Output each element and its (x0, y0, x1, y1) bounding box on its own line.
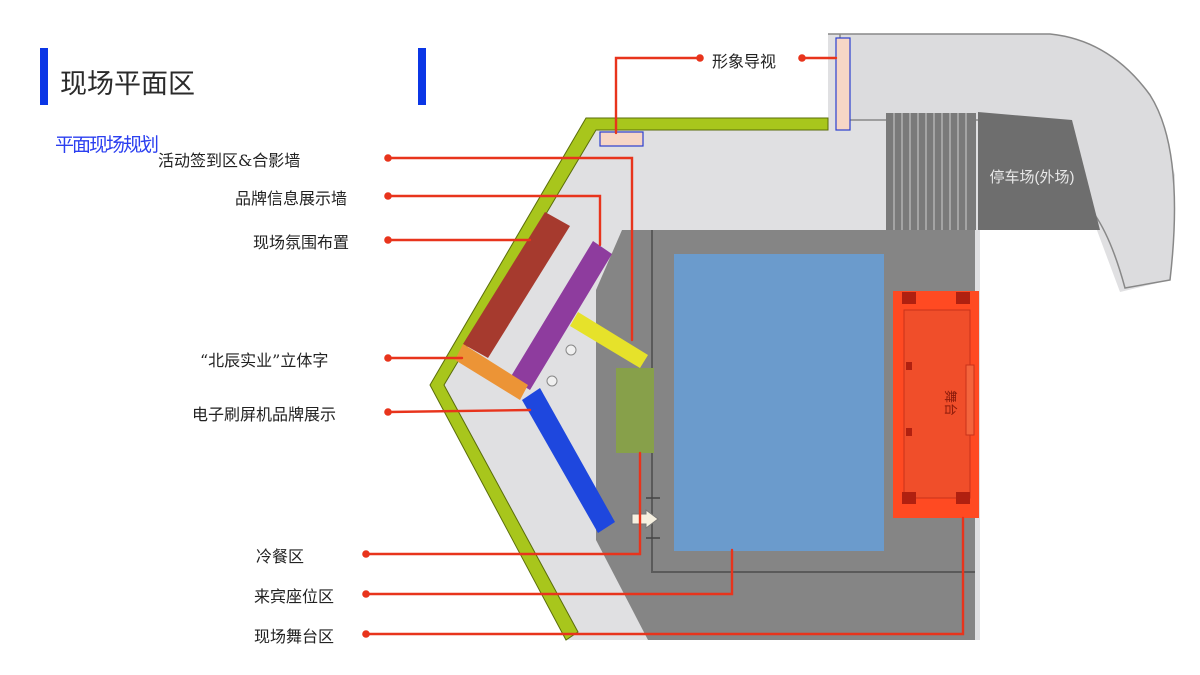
stage-label: 舞台 (943, 390, 958, 416)
title-accent-bar-left (40, 48, 48, 105)
label-screen: 电子刷屏机品牌展示 (192, 405, 337, 424)
label-atmosphere: 现场氛围布置 (253, 233, 350, 252)
image-guide-sign (835, 37, 851, 131)
page-subtitle: 平面现场规划 (55, 134, 159, 156)
label-cold-food: 冷餐区 (256, 547, 305, 566)
top-guide-sign (599, 131, 644, 147)
leader-screen (386, 408, 532, 414)
label-brand-wall: 品牌信息展示墙 (235, 189, 348, 208)
label-guest-seating: 来宾座位区 (254, 587, 335, 606)
leader-top-guide (614, 56, 702, 135)
page-title: 现场平面区 (60, 69, 195, 100)
letters-strip (455, 344, 528, 400)
title-accent-bar-right (418, 48, 426, 105)
label-stage-area: 现场舞台区 (254, 627, 335, 646)
parking-area (978, 112, 1100, 230)
checkin-strip (570, 312, 648, 368)
leader-checkin (386, 156, 634, 342)
parking-label: 停车场(外场) (990, 169, 1075, 186)
hall-inner-frame (651, 230, 975, 573)
label-image-guide: 形象导视 (712, 52, 777, 71)
leader-stage (364, 516, 965, 636)
label-letters: “北辰实业”立体字 (200, 351, 329, 370)
entry-arrow-icon (631, 509, 659, 529)
guest-seating-block (674, 254, 884, 551)
label-checkin: 活动签到区&合影墙 (158, 151, 301, 170)
leader-brand-wall (386, 194, 602, 247)
screen-strip (522, 388, 615, 533)
striped-area (886, 113, 976, 230)
leader-guest-seating (364, 548, 734, 596)
leader-cold-food (364, 451, 642, 556)
atmosphere-strip (463, 212, 570, 358)
brand-wall-strip (510, 241, 612, 390)
floor-green-border (429, 117, 829, 641)
cold-food-block (616, 368, 654, 453)
